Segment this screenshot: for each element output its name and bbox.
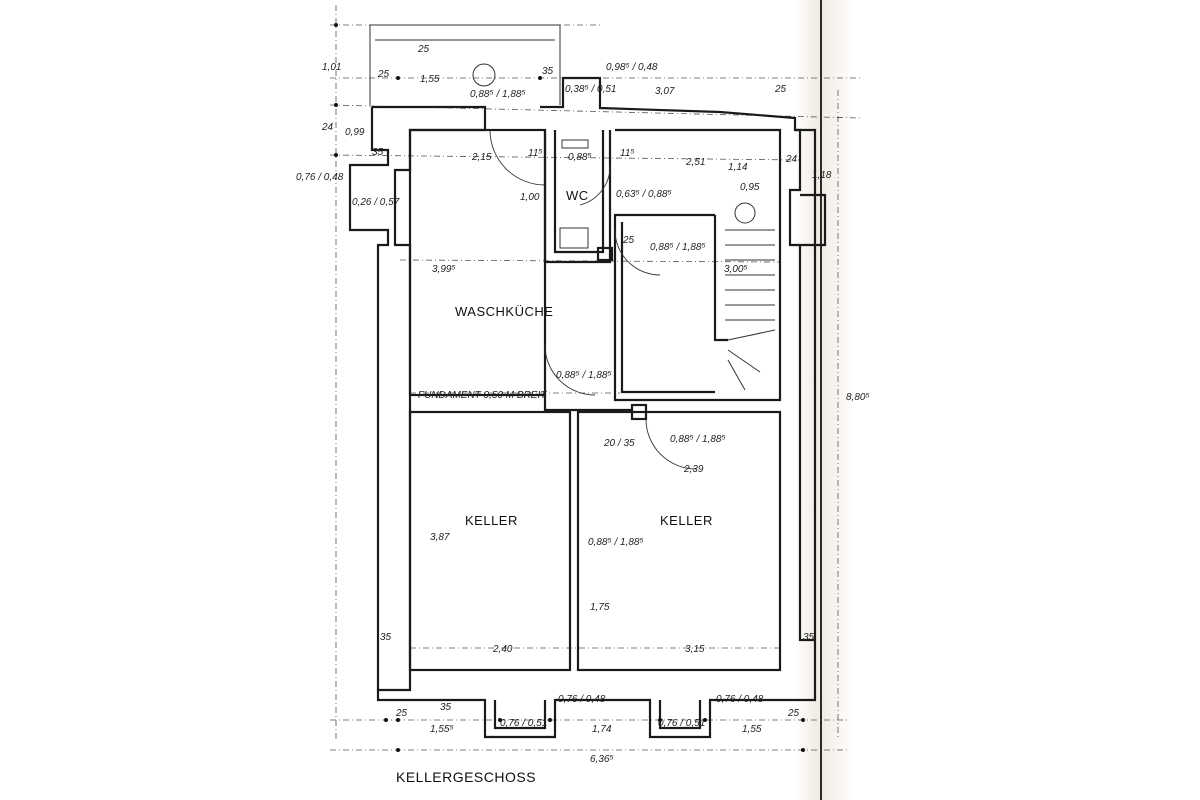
dim-label: 25 bbox=[622, 235, 635, 246]
foundation-note: FUNDAMENT 0,50 M BREIT bbox=[418, 390, 547, 401]
dim-label: 3,87 bbox=[430, 532, 450, 543]
dim-label: 35 bbox=[803, 632, 815, 643]
dim-label: 1,55 bbox=[742, 724, 762, 735]
dim-label: 35 bbox=[440, 702, 452, 713]
room-label-waschkueche: WASCHKÜCHE bbox=[455, 304, 553, 319]
dim-label: 3,15 bbox=[685, 644, 705, 655]
dim-label: 0,88⁵ bbox=[568, 152, 592, 163]
dim-label: 2,51 bbox=[685, 157, 705, 168]
dim-label: 24 bbox=[785, 154, 798, 165]
dim-label: 1,55⁵ bbox=[430, 724, 454, 735]
dim-label: 0,88⁵ / 1,88⁵ bbox=[470, 89, 526, 100]
dim-label: 35 bbox=[542, 66, 554, 77]
dim-label: 0,98⁵ / 0,48 bbox=[606, 62, 658, 73]
dim-label: 2,39 bbox=[683, 464, 704, 475]
dim-label: 1,14 bbox=[728, 162, 748, 173]
dim-label: 0,95 bbox=[740, 182, 760, 193]
dim-label: 20 / 35 bbox=[603, 438, 635, 449]
dim-label: 0,63⁵ / 0,88⁵ bbox=[616, 189, 672, 200]
dim-label: 25 bbox=[787, 708, 800, 719]
dim-label: 0,99 bbox=[345, 127, 365, 138]
dim-label: 1,18 bbox=[812, 170, 832, 181]
dim-label: 2,40 bbox=[492, 644, 513, 655]
dim-label: 1,55 bbox=[420, 74, 440, 85]
dim-label: 0,38⁵ / 0,51 bbox=[565, 84, 616, 95]
door-swings bbox=[489, 129, 697, 470]
dim-label: 25 bbox=[417, 44, 430, 55]
dim-label: 25 bbox=[774, 84, 787, 95]
dim-label: 2,15 bbox=[471, 152, 492, 163]
dim-label: 1,00 bbox=[520, 192, 540, 203]
dim-label: 3,99⁵ bbox=[432, 264, 456, 275]
light-well-top bbox=[369, 24, 561, 105]
dim-label: 0,88⁵ / 1,88⁵ bbox=[556, 370, 612, 381]
dim-label: 0,88⁵ / 1,88⁵ bbox=[670, 434, 726, 445]
dim-label: 11⁵ bbox=[620, 148, 635, 159]
dim-label: 0,76 / 0,48 bbox=[716, 694, 764, 705]
dim-label: 1,75 bbox=[590, 602, 610, 613]
dim-label: 3,00⁵ bbox=[724, 264, 748, 275]
plan-title: KELLERGESCHOSS bbox=[396, 769, 536, 785]
dim-label: 35 bbox=[372, 147, 384, 158]
outer-walls bbox=[348, 76, 827, 739]
dim-label: 6,36⁵ bbox=[590, 754, 614, 765]
dim-label: 0,88⁵ / 1,88⁵ bbox=[650, 242, 706, 253]
dimension-ticks bbox=[334, 23, 805, 752]
room-label-wc: WC bbox=[566, 188, 589, 203]
dim-label: 0,76 / 0,51 bbox=[500, 718, 547, 729]
room-label-keller-right: KELLER bbox=[660, 513, 713, 528]
dim-label: 35 bbox=[380, 632, 392, 643]
dim-label: 24 bbox=[321, 122, 334, 133]
staircase bbox=[725, 202, 776, 391]
dim-label: 0,26 / 0,57 bbox=[352, 197, 400, 208]
inner-walls bbox=[408, 128, 782, 672]
room-label-keller-left: KELLER bbox=[465, 513, 518, 528]
dim-label: 0,88⁵ / 1,88⁵ bbox=[588, 537, 644, 548]
dim-label: 25 bbox=[395, 708, 408, 719]
dim-label: 8,80⁵ bbox=[846, 392, 870, 403]
dim-label: 0,76 / 0,48 bbox=[558, 694, 606, 705]
dim-label: 3,07 bbox=[655, 86, 675, 97]
paper-shadow bbox=[795, 0, 855, 800]
dim-label: 11⁵ bbox=[528, 148, 543, 159]
dim-label: 1,74 bbox=[592, 724, 612, 735]
dim-label: 0,76 / 0,48 bbox=[296, 172, 344, 183]
dim-label: 0,76 / 0,51 bbox=[658, 718, 705, 729]
dim-label: 1,01 bbox=[322, 62, 341, 73]
paper-edge bbox=[820, 0, 822, 800]
dimension-labels: 25 1,55 25 0,88⁵ / 1,88⁵ 35 0,38⁵ / 0,51… bbox=[296, 44, 870, 765]
dim-label: 25 bbox=[377, 69, 390, 80]
